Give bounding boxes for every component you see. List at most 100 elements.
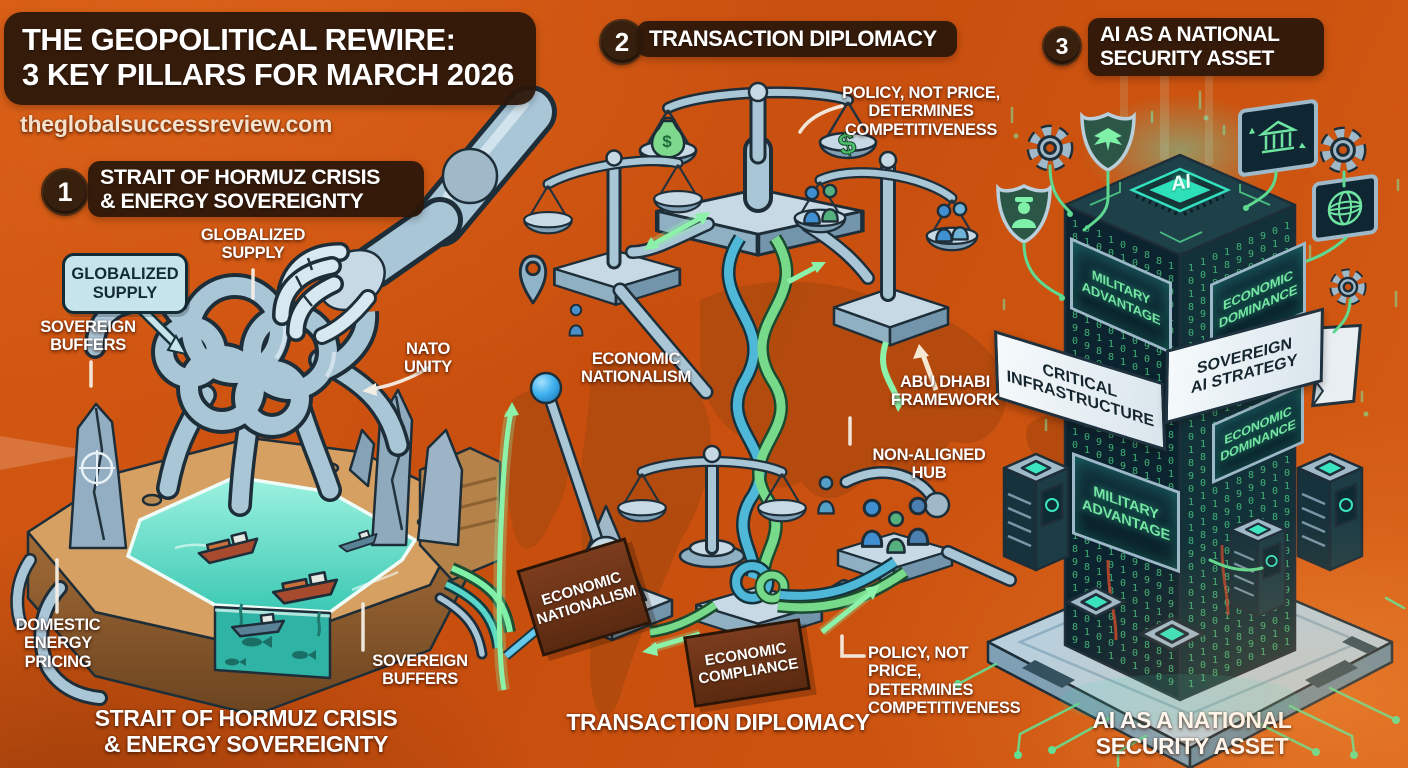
svg-text:0: 0 xyxy=(1132,362,1138,373)
policy-upper-label: POLICY, NOT PRICE, DETERMINES COMPETITIV… xyxy=(842,84,1000,139)
svg-text:8: 8 xyxy=(1224,650,1230,661)
shield-eagle-icon xyxy=(1080,112,1136,172)
svg-text:1: 1 xyxy=(1188,419,1194,430)
balance-scale-icon: $ $ xyxy=(638,81,878,213)
svg-text:0: 0 xyxy=(1284,624,1290,635)
domestic-energy-pricing-label: DOMESTIC ENERGY PRICING xyxy=(15,616,101,671)
svg-text:8: 8 xyxy=(1120,448,1126,459)
svg-text:1: 1 xyxy=(1120,591,1126,602)
robot-arm-icon xyxy=(272,85,557,345)
svg-text:9: 9 xyxy=(1248,249,1254,260)
svg-text:8: 8 xyxy=(1168,586,1174,597)
svg-text:8: 8 xyxy=(1096,346,1102,357)
svg-text:1: 1 xyxy=(1132,583,1138,594)
svg-text:0: 0 xyxy=(1212,538,1218,549)
svg-text:1: 1 xyxy=(1072,219,1078,230)
svg-text:1: 1 xyxy=(1096,333,1102,344)
svg-text:1: 1 xyxy=(1212,655,1218,666)
svg-text:0: 0 xyxy=(1188,328,1194,339)
svg-text:9: 9 xyxy=(1188,471,1194,482)
svg-text:9: 9 xyxy=(1248,483,1254,494)
svg-text:0: 0 xyxy=(1120,344,1126,355)
svg-text:8: 8 xyxy=(1072,310,1078,321)
svg-text:0: 0 xyxy=(1200,504,1206,515)
svg-text:1: 1 xyxy=(1284,559,1290,570)
website-url: theglobalsuccessreview.com xyxy=(20,111,333,137)
svg-text:1: 1 xyxy=(1212,629,1218,640)
svg-text:9: 9 xyxy=(1236,255,1242,266)
svg-text:1: 1 xyxy=(1200,257,1206,268)
dollar-sign: $ xyxy=(662,132,672,151)
svg-text:9: 9 xyxy=(1168,677,1174,688)
svg-text:9: 9 xyxy=(1072,323,1078,334)
svg-text:9: 9 xyxy=(1200,621,1206,632)
svg-text:1: 1 xyxy=(1188,601,1194,612)
svg-text:0: 0 xyxy=(1132,648,1138,659)
svg-text:8: 8 xyxy=(1168,430,1174,441)
svg-text:1: 1 xyxy=(1236,515,1242,526)
svg-text:8: 8 xyxy=(1224,494,1230,505)
svg-text:8: 8 xyxy=(1200,608,1206,619)
svg-text:0: 0 xyxy=(1188,666,1194,677)
svg-text:9: 9 xyxy=(1096,437,1102,448)
svg-text:9: 9 xyxy=(1144,575,1150,586)
svg-text:8: 8 xyxy=(1144,640,1150,651)
svg-text:0: 0 xyxy=(1120,578,1126,589)
svg-text:8: 8 xyxy=(1072,622,1078,633)
svg-text:8: 8 xyxy=(1188,614,1194,625)
globalized-supply-label: GLOBALIZED SUPPLY xyxy=(200,226,306,263)
svg-text:9: 9 xyxy=(1260,465,1266,476)
svg-text:0: 0 xyxy=(1284,598,1290,609)
svg-text:0: 0 xyxy=(1272,460,1278,471)
svg-text:0: 0 xyxy=(1188,588,1194,599)
nato-unity-label: NATO UNITY xyxy=(403,340,452,377)
svg-text:8: 8 xyxy=(1248,236,1254,247)
svg-text:8: 8 xyxy=(1084,640,1090,651)
svg-text:9: 9 xyxy=(1156,269,1162,280)
svg-text:0: 0 xyxy=(1188,276,1194,287)
svg-text:8: 8 xyxy=(1284,572,1290,583)
svg-text:1: 1 xyxy=(1132,349,1138,360)
svg-text:0: 0 xyxy=(1084,536,1090,547)
svg-text:9: 9 xyxy=(1120,617,1126,628)
svg-text:1: 1 xyxy=(1212,499,1218,510)
svg-text:0: 0 xyxy=(1096,450,1102,461)
svg-text:9: 9 xyxy=(1156,659,1162,670)
map-pin-icon xyxy=(518,254,548,305)
svg-text:1: 1 xyxy=(1212,577,1218,588)
shield-officer-icon xyxy=(996,184,1052,244)
svg-text:1: 1 xyxy=(1144,471,1150,482)
svg-text:1: 1 xyxy=(1272,499,1278,510)
svg-text:9: 9 xyxy=(1132,557,1138,568)
gear-icon xyxy=(1335,274,1362,301)
svg-text:9: 9 xyxy=(1132,635,1138,646)
svg-text:9: 9 xyxy=(1156,347,1162,358)
svg-text:8: 8 xyxy=(1108,430,1114,441)
svg-text:8: 8 xyxy=(1188,458,1194,469)
svg-text:9: 9 xyxy=(1236,645,1242,656)
svg-text:1: 1 xyxy=(1188,653,1194,664)
svg-text:8: 8 xyxy=(1200,530,1206,541)
svg-text:8: 8 xyxy=(1284,494,1290,505)
abu-dhabi-framework-label: ABU DHABI FRAMEWORK xyxy=(890,373,1000,410)
svg-text:8: 8 xyxy=(1272,512,1278,523)
svg-text:1: 1 xyxy=(1132,453,1138,464)
svg-text:0: 0 xyxy=(1072,440,1078,451)
pillar1-caption: STRAIT OF HORMUZ CRISIS & ENERGY SOVEREI… xyxy=(94,705,398,757)
svg-text:1: 1 xyxy=(1132,661,1138,672)
svg-text:1: 1 xyxy=(1168,651,1174,662)
svg-text:0: 0 xyxy=(1260,244,1266,255)
server-rack-icon xyxy=(1229,516,1287,618)
svg-text:0: 0 xyxy=(1132,440,1138,451)
svg-text:0: 0 xyxy=(1200,322,1206,333)
svg-text:9: 9 xyxy=(1212,525,1218,536)
svg-text:1: 1 xyxy=(1272,629,1278,640)
svg-text:8: 8 xyxy=(1108,352,1114,363)
svg-text:0: 0 xyxy=(1248,496,1254,507)
svg-text:1: 1 xyxy=(1072,531,1078,542)
svg-text:1: 1 xyxy=(1120,435,1126,446)
svg-text:1: 1 xyxy=(1188,263,1194,274)
svg-text:0: 0 xyxy=(1212,408,1218,419)
svg-text:1: 1 xyxy=(1224,637,1230,648)
svg-text:1: 1 xyxy=(1144,445,1150,456)
